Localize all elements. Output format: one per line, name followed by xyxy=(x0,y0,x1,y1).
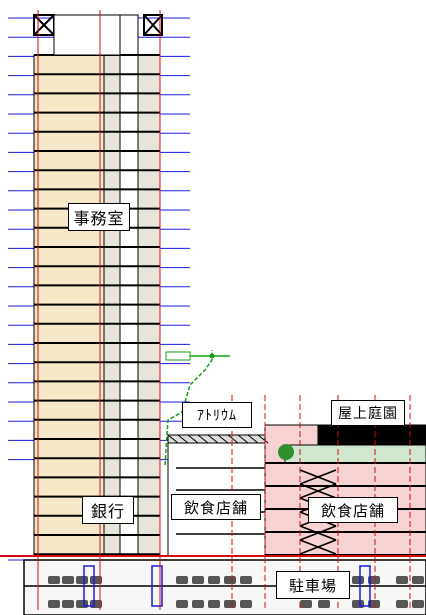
basement-parking xyxy=(23,559,426,615)
parking-label: 駐車場 xyxy=(276,571,350,599)
parked-car xyxy=(300,600,312,608)
parked-car xyxy=(176,600,188,608)
parked-car xyxy=(368,600,380,608)
parked-car xyxy=(48,576,60,584)
parked-car xyxy=(224,576,236,584)
parked-car xyxy=(48,600,60,608)
escalator xyxy=(299,469,337,485)
parked-car xyxy=(192,600,204,608)
office-label: 事務室 xyxy=(68,203,130,231)
truss-member xyxy=(207,434,219,444)
podium-block xyxy=(264,424,426,557)
parked-car xyxy=(396,600,408,608)
parked-car xyxy=(412,576,424,584)
annotations xyxy=(164,350,230,466)
ramp xyxy=(151,565,163,607)
vent-node xyxy=(209,353,215,359)
truss-member xyxy=(257,434,269,444)
ramp xyxy=(83,565,95,607)
parked-car xyxy=(412,600,424,608)
parked-car xyxy=(208,600,220,608)
parked-car xyxy=(76,600,88,608)
parked-car xyxy=(224,600,236,608)
parked-car xyxy=(352,600,364,608)
roof-frame xyxy=(143,14,163,36)
truss-member xyxy=(227,434,239,444)
escalator xyxy=(299,525,337,541)
truss-member xyxy=(177,434,189,444)
parked-car xyxy=(192,576,204,584)
truss-member xyxy=(197,434,209,444)
rooftop-garden-label: 屋上庭園 xyxy=(331,400,405,426)
truss-member xyxy=(187,434,199,444)
truss-member xyxy=(167,434,179,444)
bank-label: 銀行 xyxy=(82,496,134,524)
roof-space xyxy=(53,14,121,56)
parked-car xyxy=(240,600,252,608)
garden-level xyxy=(284,444,426,464)
roof-brace xyxy=(143,14,163,36)
parked-car xyxy=(176,576,188,584)
restaurant-left-label: 飲食店舗 xyxy=(171,494,261,520)
escalator xyxy=(299,539,337,555)
parked-car xyxy=(62,576,74,584)
vent-line xyxy=(164,350,213,466)
tree xyxy=(278,444,294,460)
parked-car xyxy=(208,576,220,584)
truss-member xyxy=(217,434,229,444)
ramp xyxy=(359,565,371,607)
parked-car xyxy=(352,576,364,584)
truss-member xyxy=(237,434,249,444)
parked-car xyxy=(62,600,74,608)
parked-car xyxy=(368,576,380,584)
parked-car xyxy=(240,576,252,584)
truss-member xyxy=(247,434,259,444)
vent-tag xyxy=(165,351,191,361)
office-tower xyxy=(33,14,163,556)
roof-brace xyxy=(33,14,55,36)
atrium-truss xyxy=(167,434,266,444)
parked-car xyxy=(90,576,102,584)
escalator xyxy=(299,483,337,499)
atrium-label: ｱﾄﾘｳﾑ xyxy=(182,402,252,428)
parked-car xyxy=(318,600,330,608)
parked-car xyxy=(396,576,408,584)
parked-car xyxy=(76,576,88,584)
restaurant-right-label: 飲食店舗 xyxy=(308,497,398,523)
